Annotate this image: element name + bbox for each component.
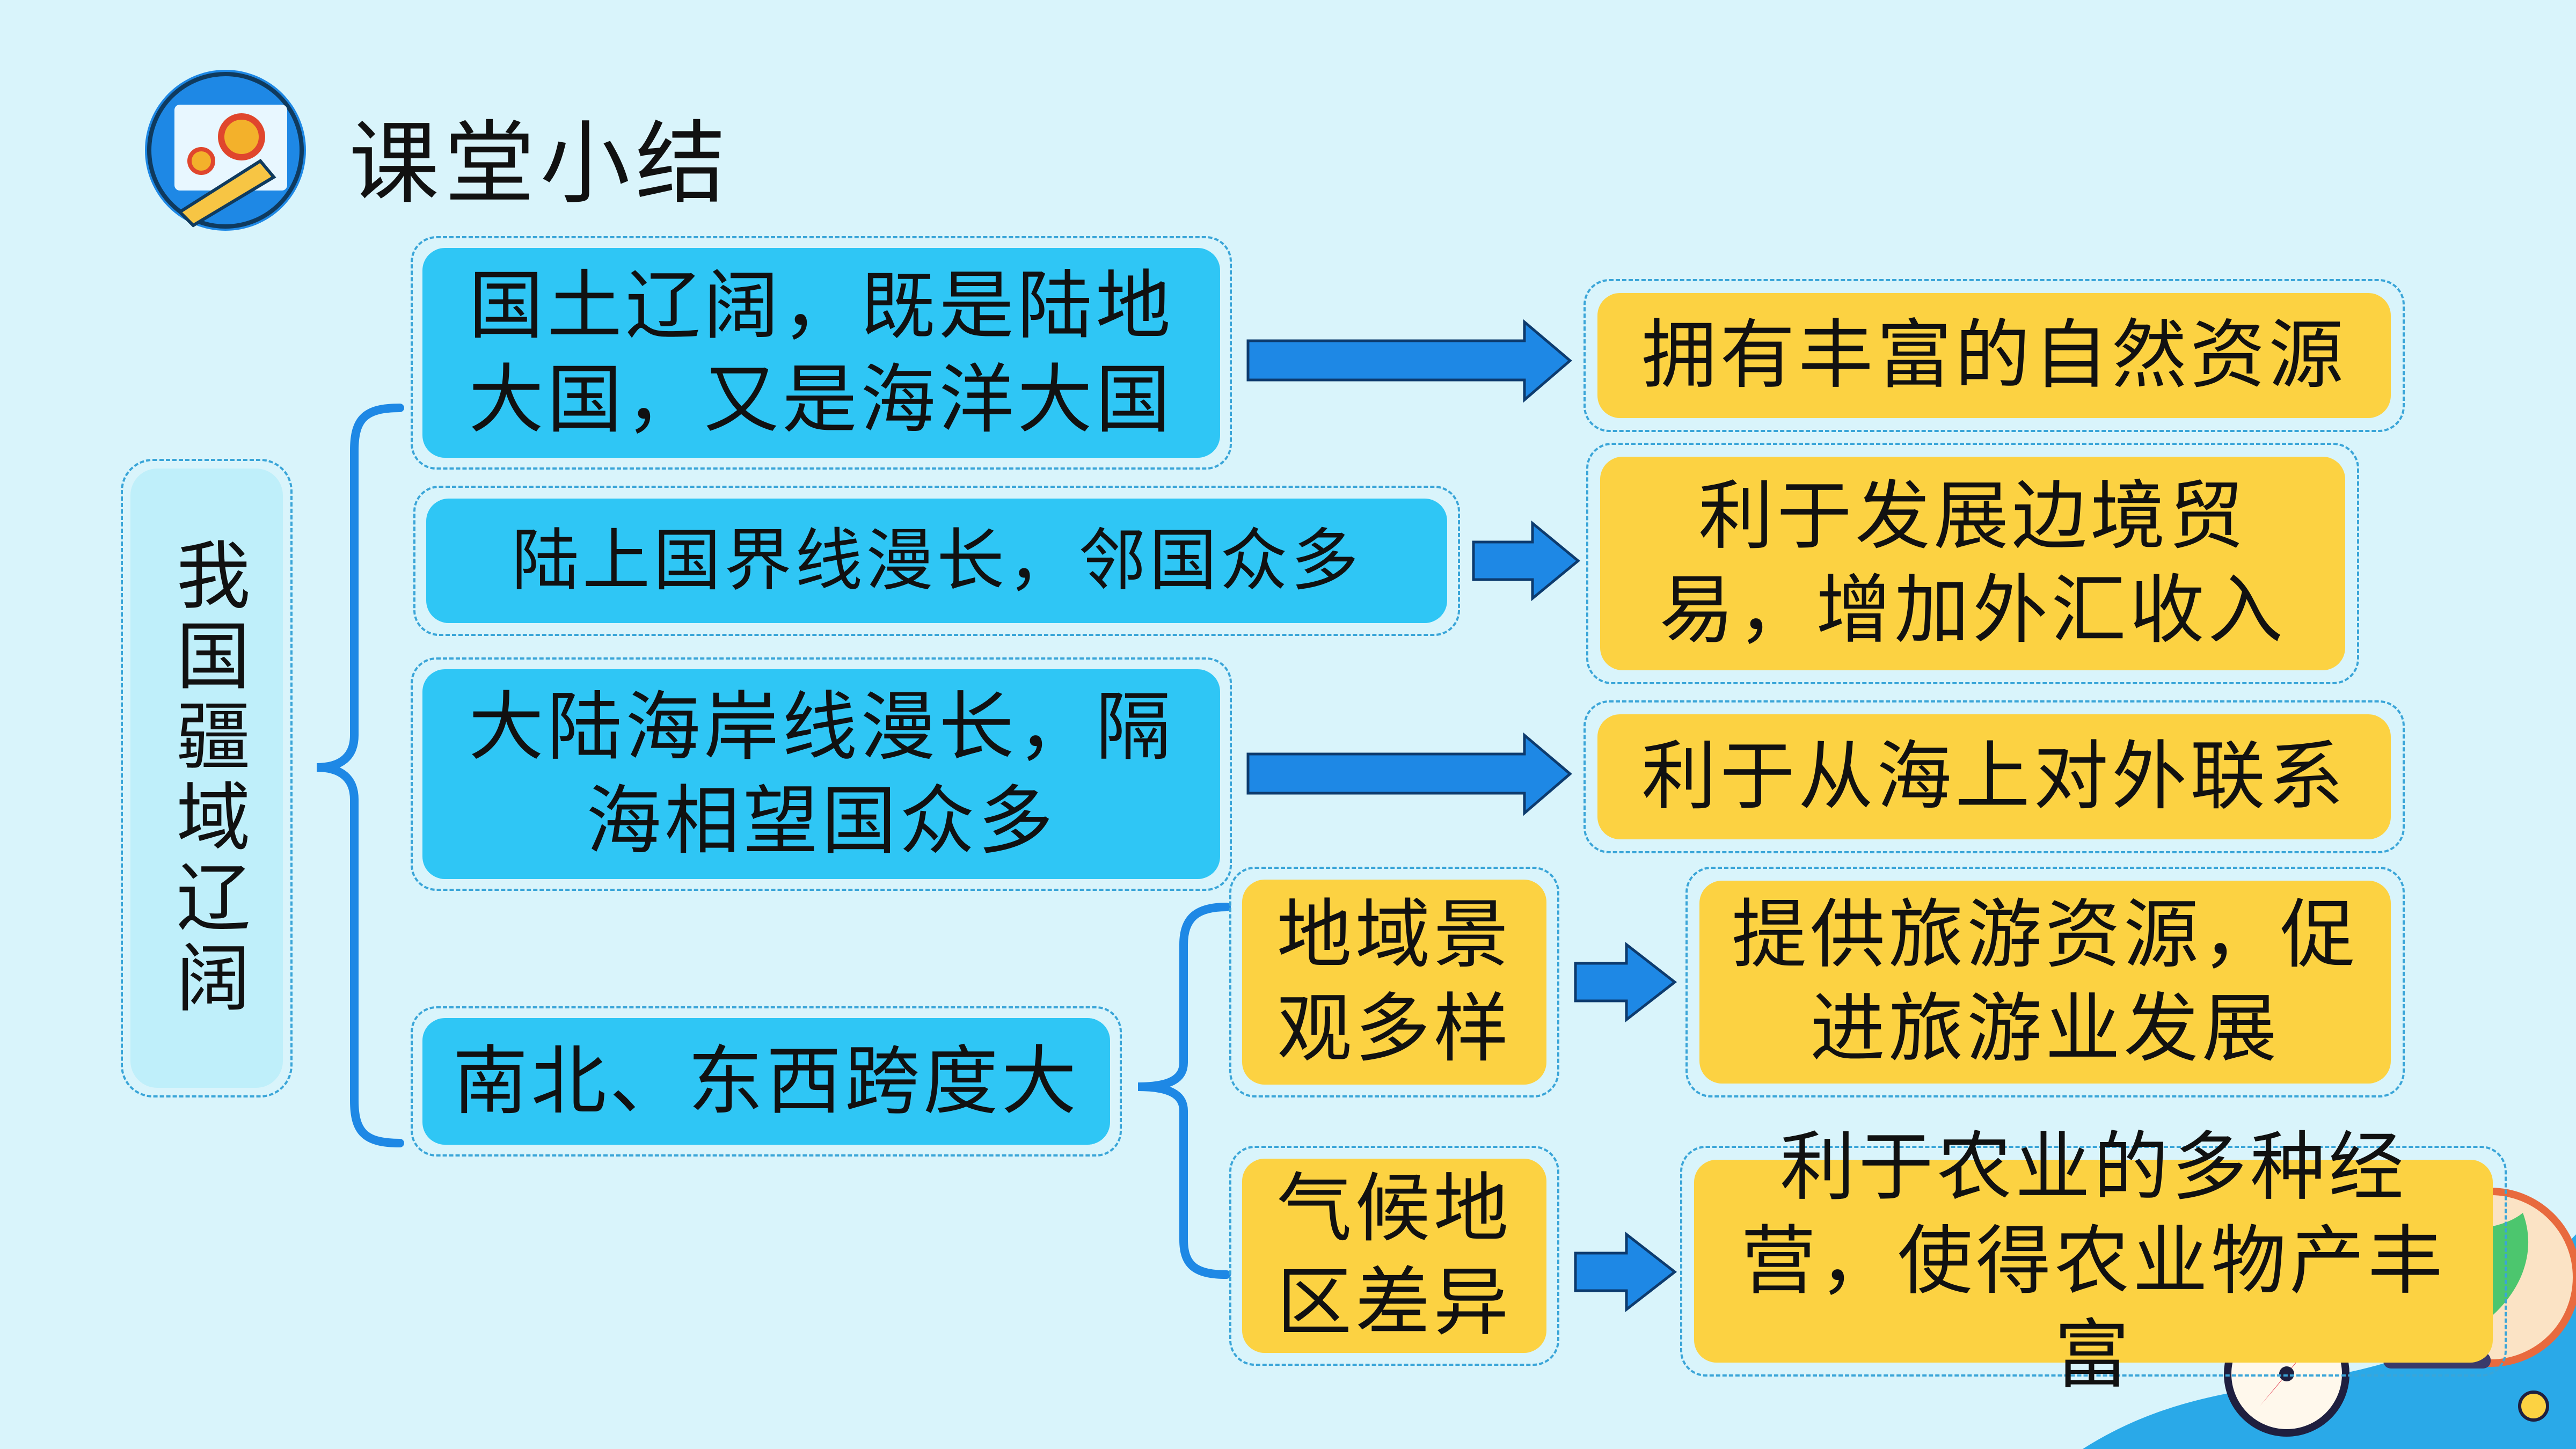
result-node-1-label: 拥有丰富的自然资源	[1641, 312, 2347, 399]
page-title: 课堂小结	[349, 111, 731, 216]
arrow-3	[1246, 732, 1572, 816]
root-node-frame: 我国疆域辽阔	[121, 459, 293, 1097]
feature-node-3-frame: 大陆海岸线漫长，隔海相望国众多	[411, 657, 1232, 891]
feature-node-2-frame: 陆上国界线漫长，邻国众多	[413, 486, 1460, 636]
sub-feature-node-1-label: 地域景观多样	[1276, 891, 1512, 1073]
sub-feature-node-2-frame: 气候地区差异	[1229, 1146, 1559, 1366]
feature-node-1: 国土辽阔，既是陆地大国，又是海洋大国	[422, 248, 1220, 458]
result-node-5-label: 利于农业的多种经营，使得农业物产丰富	[1740, 1123, 2446, 1399]
result-node-3-frame: 利于从海上对外联系	[1583, 700, 2405, 853]
main-brace	[316, 404, 404, 1147]
sub-feature-node-1-frame: 地域景观多样	[1229, 867, 1559, 1097]
result-node-5-frame: 利于农业的多种经营，使得农业物产丰富	[1680, 1123, 2507, 1399]
root-node-label: 我国疆域辽阔	[163, 537, 250, 1020]
feature-node-3: 大陆海岸线漫长，隔海相望国众多	[422, 669, 1220, 879]
result-node-4-label: 提供旅游资源，促进旅游业发展	[1731, 891, 2359, 1073]
result-node-4-frame: 提供旅游资源，促进旅游业发展	[1685, 867, 2405, 1097]
result-node-4: 提供旅游资源，促进旅游业发展	[1699, 881, 2391, 1084]
result-node-5: 利于农业的多种经营，使得农业物产丰富	[1694, 1123, 2493, 1399]
feature-node-4-frame: 南北、东西跨度大	[411, 1006, 1122, 1157]
result-node-2-label: 利于发展边境贸易，增加外汇收入	[1659, 473, 2286, 654]
sub-feature-node-2-label: 气候地区差异	[1276, 1165, 1512, 1346]
result-node-1-frame: 拥有丰富的自然资源	[1583, 279, 2405, 432]
gear-blueprint-logo-icon	[145, 70, 306, 231]
result-node-2-frame: 利于发展边境贸易，增加外汇收入	[1586, 443, 2359, 684]
arrow-4	[1574, 941, 1677, 1023]
feature-node-4-label: 南北、东西跨度大	[453, 1037, 1080, 1125]
arrow-2	[1472, 520, 1580, 602]
arrow-1	[1246, 319, 1572, 403]
feature-node-2: 陆上国界线漫长，邻国众多	[426, 499, 1447, 623]
result-node-3: 利于从海上对外联系	[1597, 714, 2391, 839]
feature-node-2-label: 陆上国界线漫长，邻国众多	[512, 521, 1362, 601]
result-node-1: 拥有丰富的自然资源	[1597, 293, 2391, 418]
sub-feature-node-1: 地域景观多样	[1242, 880, 1546, 1085]
feature-node-1-frame: 国土辽阔，既是陆地大国，又是海洋大国	[411, 236, 1232, 470]
root-node: 我国疆域辽阔	[130, 469, 283, 1088]
result-node-2: 利于发展边境贸易，增加外汇收入	[1600, 457, 2345, 670]
feature-node-3-label: 大陆海岸线漫长，隔海相望国众多	[468, 683, 1174, 865]
result-node-3-label: 利于从海上对外联系	[1641, 733, 2347, 821]
feature-node-1-label: 国土辽阔，既是陆地大国，又是海洋大国	[468, 262, 1174, 444]
sub-feature-node-2: 气候地区差异	[1242, 1159, 1546, 1353]
sub-brace	[1137, 903, 1231, 1279]
arrow-5	[1574, 1231, 1677, 1313]
corner-wave-decoration	[2083, 1234, 2576, 1449]
feature-node-4: 南北、东西跨度大	[422, 1018, 1110, 1145]
